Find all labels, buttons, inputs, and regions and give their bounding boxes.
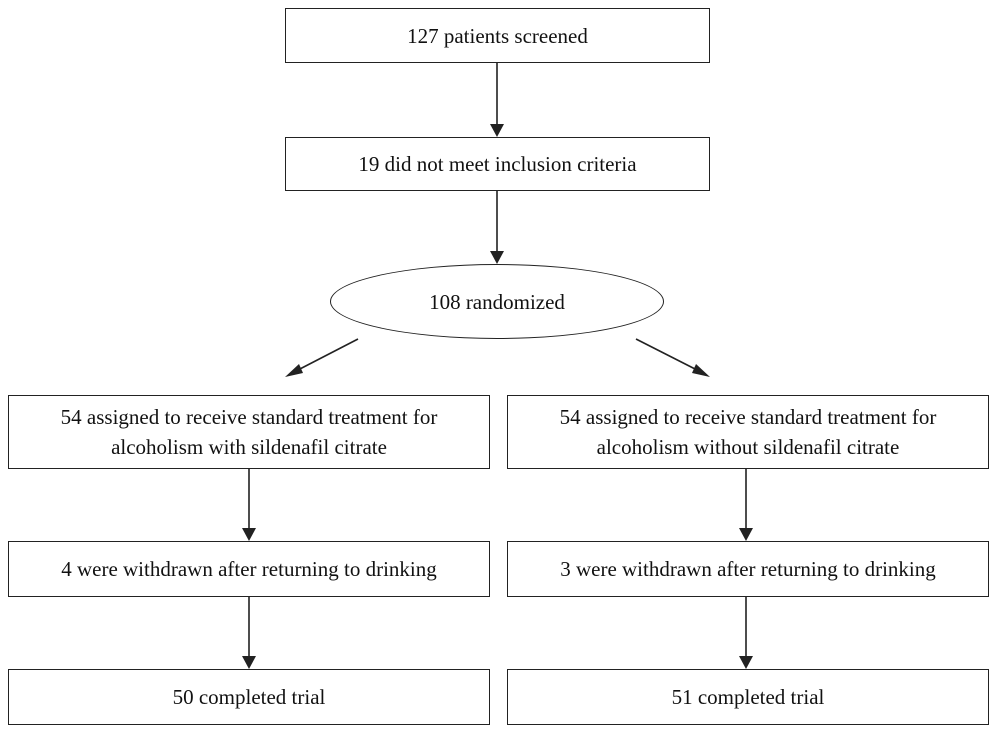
arrow-randomized-to-right-arm <box>635 338 700 372</box>
arrowhead-right-withdrawn-to-completed <box>739 656 753 669</box>
arrowhead-left-withdrawn-to-completed <box>242 656 256 669</box>
right-assigned-line-1: 54 assigned to receive standard treatmen… <box>559 405 937 429</box>
arrowhead-left-assigned-to-withdrawn <box>242 528 256 541</box>
arrowhead-randomized-to-left-arm <box>285 364 303 377</box>
left-completed-box: 50 completed trial <box>8 669 490 725</box>
right-withdrawn-box: 3 were withdrawn after returning to drin… <box>507 541 989 597</box>
arrowhead-randomized-to-right-arm <box>692 364 710 377</box>
left-withdrawn-text: 4 were withdrawn after returning to drin… <box>61 557 437 581</box>
arrow-randomized-to-left-arm <box>295 338 359 372</box>
right-assigned-line-2: alcoholism without sildenafil citrate <box>596 435 900 459</box>
left-assigned-box: 54 assigned to receive standard treatmen… <box>8 395 490 469</box>
right-withdrawn-text: 3 were withdrawn after returning to drin… <box>560 557 936 581</box>
excluded-box: 19 did not meet inclusion criteria <box>285 137 710 191</box>
left-assigned-line-1: 54 assigned to receive standard treatmen… <box>60 405 438 429</box>
arrowhead-screened-to-excluded <box>490 124 504 137</box>
right-assigned-box: 54 assigned to receive standard treatmen… <box>507 395 989 469</box>
randomized-oval: 108 randomized <box>330 264 664 339</box>
arrowhead-excluded-to-randomized <box>490 251 504 264</box>
right-completed-text: 51 completed trial <box>671 685 825 709</box>
right-completed-box: 51 completed trial <box>507 669 989 725</box>
screened-text: 127 patients screened <box>407 23 588 48</box>
arrowhead-right-assigned-to-withdrawn <box>739 528 753 541</box>
excluded-text: 19 did not meet inclusion criteria <box>358 152 637 176</box>
screened-box: 127 patients screened <box>285 8 710 63</box>
randomized-text: 108 randomized <box>429 289 565 314</box>
left-assigned-line-2: alcoholism with sildenafil citrate <box>111 435 387 459</box>
left-completed-text: 50 completed trial <box>172 685 326 709</box>
left-withdrawn-box: 4 were withdrawn after returning to drin… <box>8 541 490 597</box>
